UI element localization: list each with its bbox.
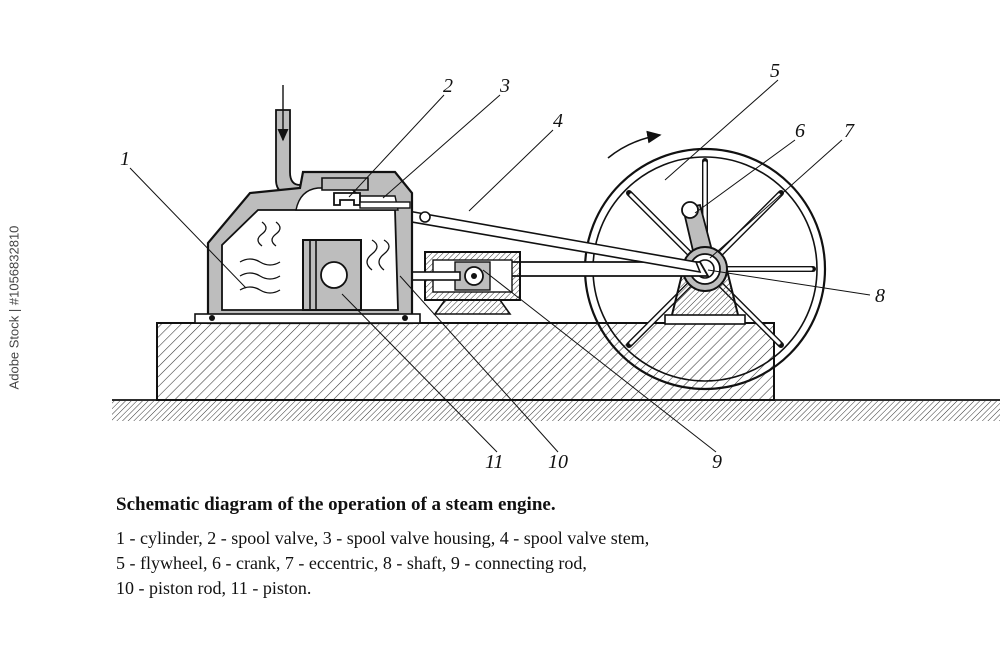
part-number-3: 3 — [499, 75, 510, 97]
caption-title: Schematic diagram of the operation of a … — [116, 494, 556, 515]
part-number-11: 11 — [485, 451, 504, 473]
crosshead-guide — [424, 251, 521, 315]
leader-lines — [129, 79, 871, 453]
part-number-1: 1 — [120, 148, 130, 170]
stock-id-watermark: Adobe Stock | #1056832810 — [6, 225, 22, 390]
part-number-8: 8 — [875, 285, 885, 307]
part-number-5: 5 — [770, 60, 780, 82]
part-number-2: 2 — [443, 75, 453, 97]
foundation-block — [156, 322, 775, 401]
part-number-7: 7 — [844, 120, 855, 142]
caption-line-1: 1 - cylinder, 2 - spool valve, 3 - spool… — [116, 528, 650, 548]
part-number-10: 10 — [548, 451, 568, 473]
part-number-6: 6 — [795, 120, 805, 142]
rotation-arrow — [607, 130, 662, 159]
part-number-9: 9 — [712, 451, 722, 473]
caption-line-2: 5 - flywheel, 6 - crank, 7 - eccentric, … — [116, 553, 587, 573]
spool-valve-housing — [321, 177, 411, 209]
part-number-4: 4 — [553, 110, 563, 132]
caption-line-3: 10 - piston rod, 11 - piston. — [116, 578, 312, 598]
piston — [302, 239, 362, 311]
ground — [112, 399, 1000, 421]
